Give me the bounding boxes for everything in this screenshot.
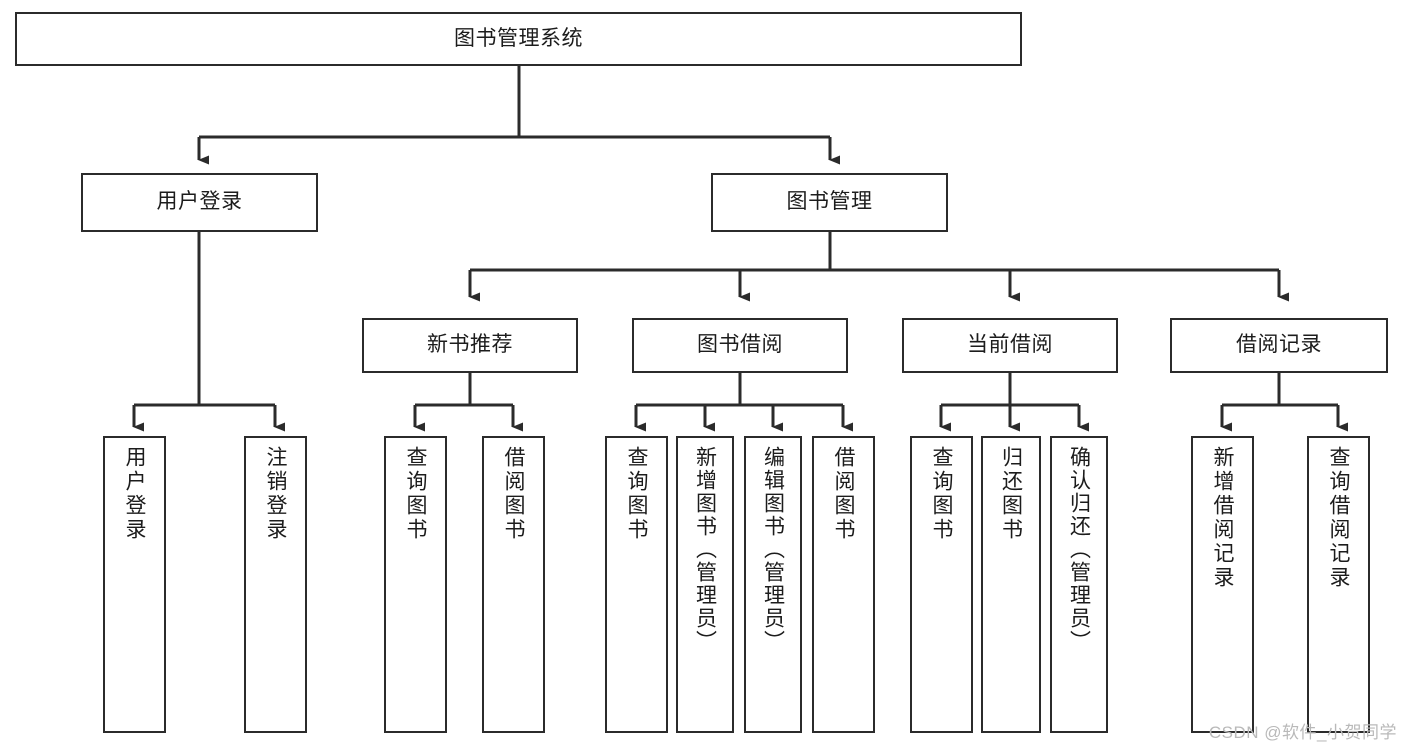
leaf-book-borrow-0-label: 查询图书	[625, 446, 648, 542]
leaf-current-borrow-2[interactable]: 确认归还（管理员）	[1050, 436, 1108, 733]
leaf-new-book-0-label: 查询图书	[404, 446, 427, 542]
leaf-borrow-record-1-label: 查询借阅记录	[1327, 446, 1350, 590]
leaf-book-borrow-3[interactable]: 借阅图书	[812, 436, 875, 733]
leaf-book-borrow-2[interactable]: 编辑图书（管理员）	[744, 436, 802, 733]
node-book-borrow[interactable]: 图书借阅	[632, 318, 848, 373]
node-borrow-record-label: 借阅记录	[1236, 333, 1322, 357]
leaf-new-book-0[interactable]: 查询图书	[384, 436, 447, 733]
node-book-management-label: 图书管理	[786, 190, 873, 214]
node-new-book-recommend-label: 新书推荐	[427, 333, 513, 357]
leaf-borrow-record-0[interactable]: 新增借阅记录	[1191, 436, 1254, 733]
leaf-user-login-0[interactable]: 用户登录	[103, 436, 166, 733]
leaf-current-borrow-0[interactable]: 查询图书	[910, 436, 973, 733]
node-current-borrow[interactable]: 当前借阅	[902, 318, 1118, 373]
leaf-current-borrow-1[interactable]: 归还图书	[981, 436, 1041, 733]
node-user-login[interactable]: 用户登录	[81, 173, 318, 232]
leaf-user-login-0-label: 用户登录	[123, 446, 146, 542]
node-book-management[interactable]: 图书管理	[711, 173, 948, 232]
leaf-current-borrow-0-label: 查询图书	[930, 446, 953, 542]
leaf-book-borrow-0[interactable]: 查询图书	[605, 436, 668, 733]
leaf-current-borrow-1-label: 归还图书	[999, 446, 1023, 542]
leaf-user-login-1-label: 注销登录	[264, 446, 287, 542]
node-book-borrow-label: 图书借阅	[697, 333, 783, 357]
leaf-current-borrow-2-label: 确认归还（管理员）	[1067, 446, 1091, 653]
leaf-borrow-record-1[interactable]: 查询借阅记录	[1307, 436, 1370, 733]
leaf-book-borrow-1-label: 新增图书（管理员）	[693, 446, 717, 653]
node-root-label: 图书管理系统	[454, 26, 583, 50]
node-current-borrow-label: 当前借阅	[967, 333, 1053, 357]
leaf-book-borrow-1[interactable]: 新增图书（管理员）	[676, 436, 734, 733]
node-user-login-label: 用户登录	[156, 190, 243, 214]
leaf-book-borrow-2-label: 编辑图书（管理员）	[761, 446, 785, 653]
leaf-new-book-1[interactable]: 借阅图书	[482, 436, 545, 733]
leaf-user-login-1[interactable]: 注销登录	[244, 436, 307, 733]
csdn-watermark: CSDN @软件_小贺同学	[1208, 723, 1397, 742]
leaf-borrow-record-0-label: 新增借阅记录	[1211, 446, 1234, 590]
node-borrow-record[interactable]: 借阅记录	[1170, 318, 1388, 373]
node-new-book-recommend[interactable]: 新书推荐	[362, 318, 578, 373]
node-root[interactable]: 图书管理系统	[15, 12, 1022, 66]
leaf-book-borrow-3-label: 借阅图书	[832, 446, 855, 542]
leaf-new-book-1-label: 借阅图书	[502, 446, 525, 542]
